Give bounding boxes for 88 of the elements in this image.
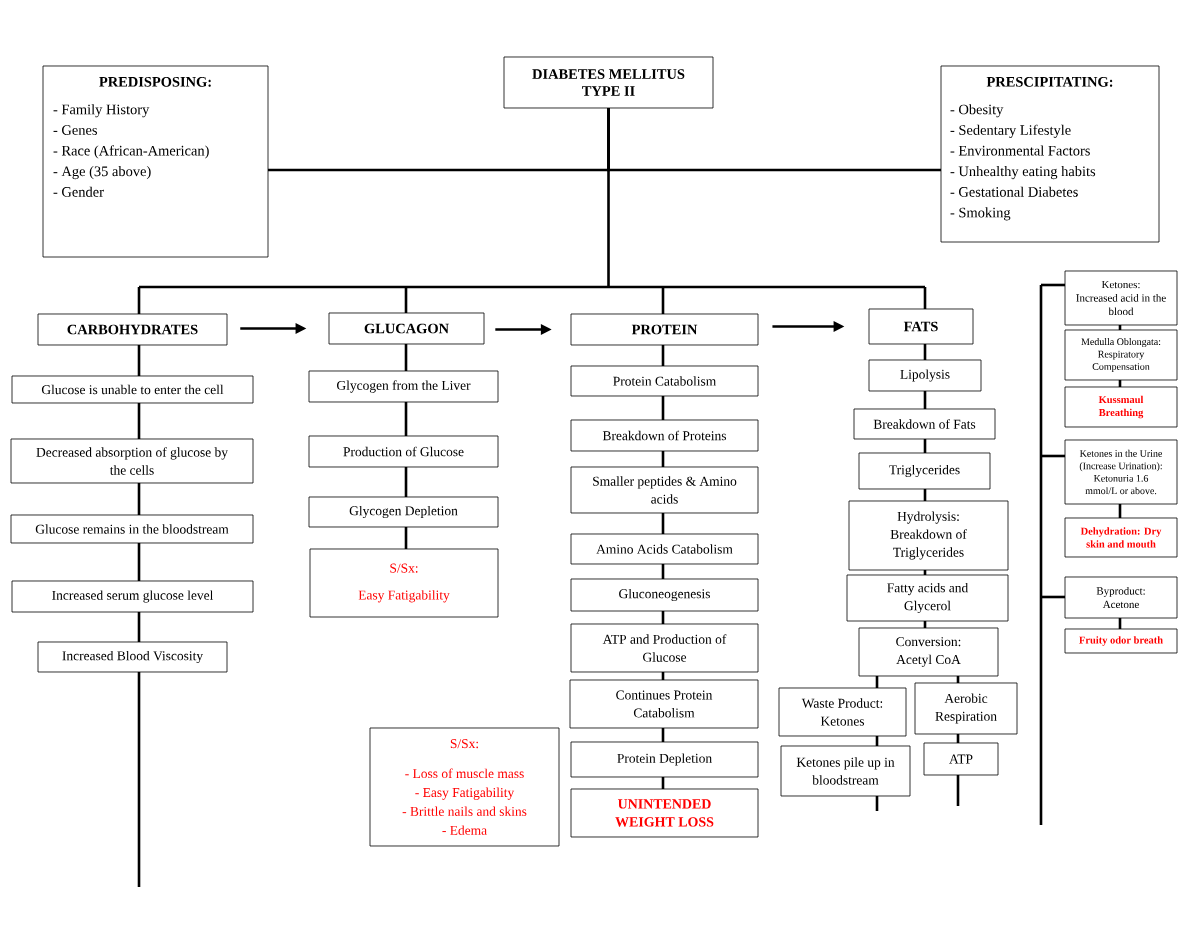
connector-line	[661, 396, 665, 420]
connector-line	[661, 513, 665, 534]
connector-line	[1041, 454, 1065, 458]
connector-line	[923, 344, 927, 360]
connector-line	[923, 570, 927, 575]
connector-line	[137, 483, 141, 515]
symptom-box: Dehydration: Dry skin and mouth	[1064, 517, 1178, 558]
connector-line	[404, 527, 408, 549]
connector-line	[923, 391, 927, 409]
connector-line	[404, 287, 408, 313]
process-box: Byproduct: Acetone	[1064, 576, 1178, 619]
connector-line	[137, 612, 141, 642]
connector-line	[661, 451, 665, 467]
connector-line	[661, 564, 665, 579]
connector-line	[661, 728, 665, 742]
connector-line	[404, 344, 408, 371]
process-box: Medulla Oblongata: Respiratory Compensation	[1064, 329, 1178, 381]
connector-line	[661, 287, 665, 314]
symptom-box: S/Sx: - Loss of muscle mass - Easy Fatigability - Brittle nails and skins - Edema	[369, 727, 560, 847]
process-box: Amino Acids Catabolism	[570, 533, 759, 565]
connector-line	[661, 611, 665, 624]
list-box: PREDISPOSING: - Family History - Genes - Race (African-American) - Age (35 above) - Gender	[42, 65, 269, 258]
category-box: GLUCAGON	[328, 312, 485, 345]
symptom-box: S/Sx: Easy Fatigability	[309, 548, 499, 618]
connector-line	[1039, 285, 1043, 825]
category-box: CARBOHYDRATES	[37, 313, 228, 346]
connector-line	[875, 736, 879, 746]
connector-line	[875, 676, 879, 688]
process-box: Protein Depletion	[570, 741, 759, 778]
connector-line	[923, 621, 927, 628]
process-box: Breakdown of Fats	[853, 408, 996, 440]
connector-line	[923, 439, 927, 453]
connector-line	[137, 287, 141, 314]
category-box: FATS	[868, 308, 974, 345]
process-box: Increased Blood Viscosity	[37, 641, 228, 673]
connector-line	[137, 403, 141, 439]
connector-line	[661, 777, 665, 789]
process-box: Breakdown of Proteins	[570, 419, 759, 452]
connector-line	[137, 543, 141, 581]
process-box: Lipolysis	[868, 359, 982, 392]
symptom-box: Fruity odor breath	[1064, 628, 1178, 654]
process-box: Ketones in the Urine (Increase Urination): Ketonuria 1.6 mmol/L or above.	[1064, 439, 1178, 505]
process-box: Smaller peptides & Amino acids	[570, 466, 759, 514]
title-box: DIABETES MELLITUS TYPE II	[503, 56, 714, 109]
connector-line	[404, 402, 408, 436]
connector-line	[1118, 504, 1122, 518]
connector-line	[139, 285, 925, 289]
connector-line	[661, 672, 665, 680]
process-box: ATP and Production of Glucose	[570, 623, 759, 673]
process-box: Glucose is unable to enter the cell	[11, 375, 254, 404]
process-box: ATP	[923, 742, 999, 776]
process-box: Glucose remains in the bloodstream	[10, 514, 254, 544]
category-box: PROTEIN	[570, 313, 759, 346]
process-box: Triglycerides	[858, 452, 991, 490]
process-box: Glycogen Depletion	[308, 496, 499, 528]
connector-line	[1041, 595, 1065, 599]
connector-line	[875, 796, 879, 811]
process-box: Continues Protein Catabolism	[569, 679, 759, 729]
connector-line	[1118, 325, 1122, 330]
process-box: Conversion: Acetyl CoA	[858, 627, 999, 677]
connector-line	[661, 345, 665, 366]
process-box: Gluconeogenesis	[570, 578, 759, 612]
symptom-box: Kussmaul Breathing	[1064, 386, 1178, 428]
connector-line	[923, 287, 927, 309]
process-box: Protein Catabolism	[570, 365, 759, 397]
connector-line	[404, 467, 408, 497]
process-box: Ketones pile up in bloodstream	[780, 745, 911, 797]
process-box: Decreased absorption of glucose by the cells	[10, 438, 254, 484]
connector-line	[1118, 618, 1122, 629]
list-box: PRESCIPITATING: - Obesity - Sedentary Lifestyle - Environmental Factors - Unhealthy eating habits - Gestational Diabetes - Smoking	[940, 65, 1160, 243]
connector-line	[607, 108, 610, 287]
process-box: Fatty acids and Glycerol	[846, 574, 1009, 622]
process-box: Waste Product: Ketones	[778, 687, 907, 737]
connector-line	[923, 489, 927, 501]
process-box: Hydrolysis: Breakdown of Triglycerides	[848, 500, 1009, 571]
process-box: Aerobic Respiration	[914, 682, 1018, 735]
connector-line	[956, 734, 960, 743]
outcome-box: UNINTENDED WEIGHT LOSS	[570, 788, 759, 838]
process-box: Glycogen from the Liver	[308, 370, 499, 403]
connector-line	[137, 672, 141, 887]
connector-line	[956, 676, 960, 683]
connector-line	[137, 345, 141, 376]
process-box: Increased serum glucose level	[11, 580, 254, 613]
process-box: Ketones: Increased acid in the blood	[1064, 270, 1178, 326]
process-box: Production of Glucose	[308, 435, 499, 468]
connector-line	[1118, 380, 1122, 387]
connector-line	[956, 775, 960, 806]
connector-line	[1041, 283, 1065, 287]
